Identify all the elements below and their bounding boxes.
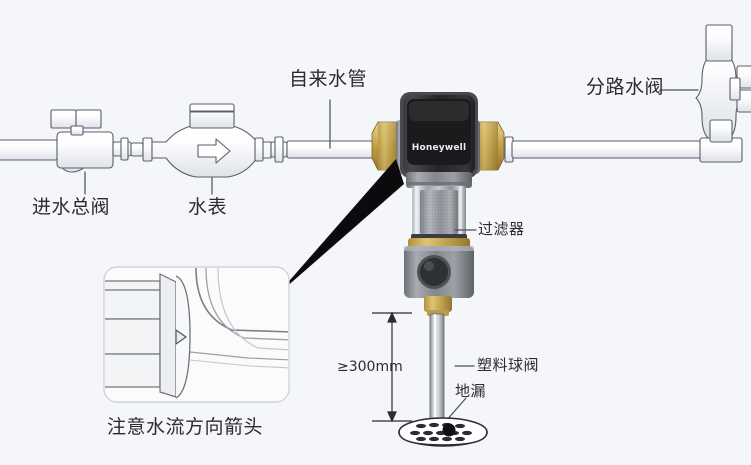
branch-valve-handle-stem bbox=[729, 77, 741, 101]
water-meter-register-band bbox=[189, 110, 235, 113]
dimension-arrow-icon-top bbox=[387, 311, 397, 323]
callout-pointer-icon bbox=[276, 159, 404, 296]
floor-drain-icon bbox=[398, 417, 488, 447]
inset-detail-box bbox=[103, 266, 290, 403]
label-plastic-ball-valve: 塑料球阀 bbox=[477, 356, 540, 374]
label-min-height: ≥300mm bbox=[337, 359, 403, 375]
dimension-min-height bbox=[372, 311, 412, 423]
water-meter-register bbox=[189, 103, 235, 129]
filter-bowl-rib-right bbox=[459, 186, 462, 238]
leader-lines bbox=[84, 89, 699, 422]
mains-valve-shell bbox=[56, 131, 114, 169]
pipe-nipple-b bbox=[130, 142, 144, 157]
pipe-union-b bbox=[142, 137, 153, 162]
branch-valve-riser-top bbox=[705, 24, 733, 62]
label-mains-valve: 进水总阀 bbox=[32, 196, 111, 218]
device-neck-ring bbox=[406, 182, 472, 185]
label-water-meter: 水表 bbox=[188, 196, 228, 218]
mains-valve-handle-right bbox=[75, 109, 102, 129]
drain-spigot-brass bbox=[424, 296, 452, 312]
filter-bowl-rib-left bbox=[415, 186, 418, 238]
label-tap-water-pipe: 自来水管 bbox=[289, 68, 368, 90]
honeywell-prefilter-assembly: Honeywell bbox=[371, 92, 505, 316]
label-branch-valve: 分路水阀 bbox=[586, 76, 665, 98]
flush-knob-highlight bbox=[424, 261, 434, 271]
right-pipe-run bbox=[504, 24, 751, 163]
filter-bowl-mesh-weave bbox=[420, 190, 458, 234]
flush-valve-block-top-edge bbox=[404, 246, 474, 251]
leader-floor-drain bbox=[445, 397, 467, 422]
branch-valve-riser-bottom bbox=[709, 119, 733, 143]
pipe-union-c bbox=[254, 137, 264, 162]
label-floor-drain: 地漏 bbox=[455, 382, 487, 400]
pipe-segment-to-filter bbox=[286, 140, 380, 159]
inset-zoomed-valve-art bbox=[105, 268, 288, 401]
label-inset-caption: 注意水流方向箭头 bbox=[107, 416, 264, 438]
mains-valve-stem bbox=[70, 125, 84, 136]
drain-hose bbox=[429, 313, 445, 427]
mains-valve-handle-left bbox=[50, 109, 77, 129]
pipe-union-a bbox=[120, 137, 129, 161]
pipe-segment-inlet bbox=[0, 139, 59, 161]
pipe-union-d bbox=[274, 136, 284, 163]
dimension-arrow-icon-bottom bbox=[387, 411, 397, 423]
flush-knob-face bbox=[420, 258, 448, 286]
pipe-segment-outlet bbox=[511, 140, 703, 159]
device-head-gloss bbox=[409, 101, 469, 121]
left-pipe-run bbox=[0, 103, 380, 178]
meter-direction-arrow-icon bbox=[197, 138, 231, 164]
flow-arrow-icon bbox=[175, 328, 188, 346]
honeywell-brand-text: Honeywell bbox=[412, 143, 466, 153]
device-neck bbox=[406, 172, 472, 188]
label-filter: 过滤器 bbox=[478, 220, 525, 238]
